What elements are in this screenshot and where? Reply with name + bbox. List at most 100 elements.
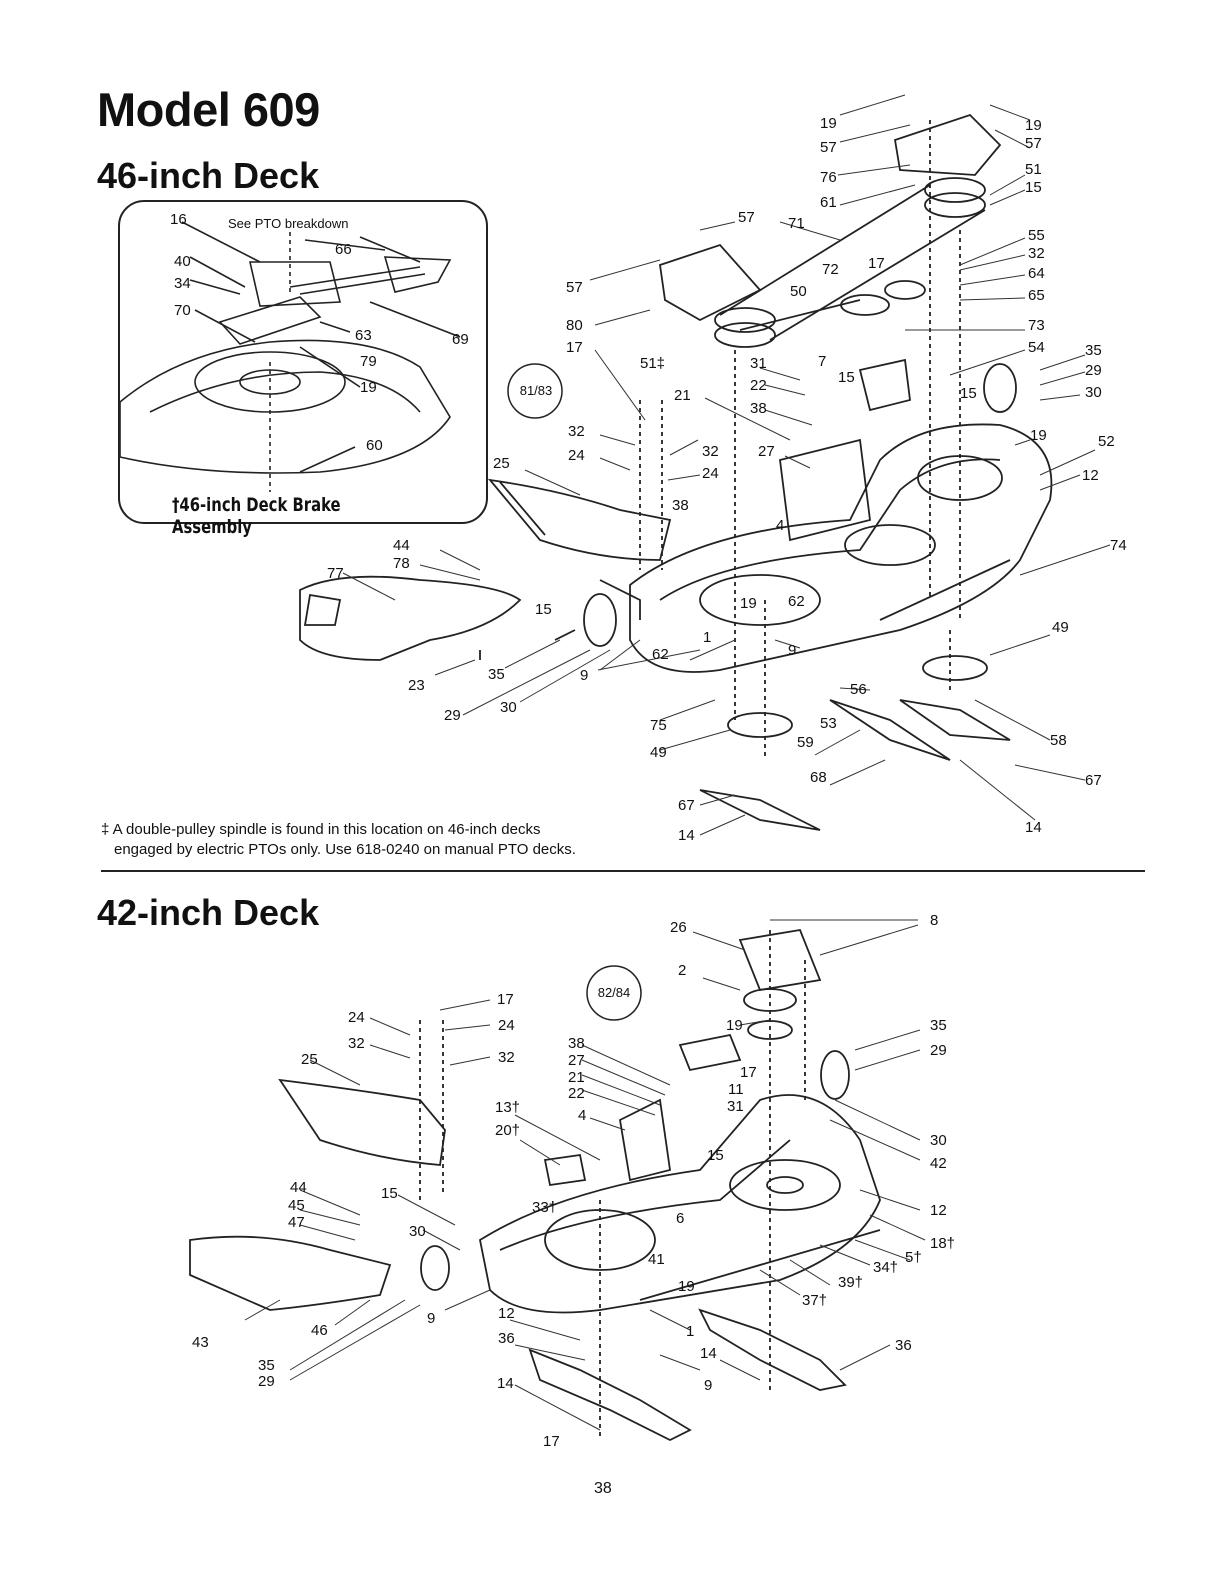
- svg-text:4: 4: [776, 517, 784, 534]
- svg-text:50: 50: [790, 283, 807, 300]
- svg-text:1: 1: [703, 629, 711, 646]
- svg-text:57: 57: [738, 209, 755, 226]
- svg-text:24: 24: [702, 465, 719, 482]
- svg-text:19: 19: [726, 1017, 743, 1034]
- svg-text:53: 53: [820, 715, 837, 732]
- svg-text:29: 29: [930, 1042, 947, 1059]
- svg-text:55: 55: [1028, 227, 1045, 244]
- svg-text:33†: 33†: [532, 1199, 557, 1216]
- svg-text:57: 57: [566, 279, 583, 296]
- svg-text:15: 15: [535, 601, 552, 618]
- svg-text:29: 29: [258, 1373, 275, 1390]
- ref-badge-42: 82/84: [597, 985, 631, 1000]
- svg-text:22: 22: [568, 1085, 585, 1102]
- svg-text:45: 45: [288, 1197, 305, 1214]
- svg-text:32: 32: [498, 1049, 515, 1066]
- svg-text:24: 24: [498, 1017, 515, 1034]
- see-pto-note: See PTO breakdown: [228, 216, 349, 231]
- svg-text:61: 61: [820, 194, 837, 211]
- svg-text:21: 21: [568, 1069, 585, 1086]
- svg-text:60: 60: [366, 437, 383, 454]
- svg-text:21: 21: [674, 387, 691, 404]
- svg-text:9: 9: [704, 1377, 712, 1394]
- footnote: ‡ A double-pulley spindle is found in th…: [101, 820, 576, 860]
- svg-text:15: 15: [381, 1185, 398, 1202]
- svg-text:24: 24: [348, 1009, 365, 1026]
- svg-text:8: 8: [930, 912, 938, 929]
- svg-text:19: 19: [820, 115, 837, 132]
- svg-text:36: 36: [498, 1330, 515, 1347]
- svg-text:78: 78: [393, 555, 410, 572]
- svg-text:15: 15: [960, 385, 977, 402]
- svg-text:17: 17: [543, 1433, 560, 1450]
- svg-text:19: 19: [678, 1278, 695, 1295]
- svg-text:1: 1: [686, 1323, 694, 1340]
- brake-assembly-caption: †46-inch Deck Brake Assembly: [172, 494, 341, 538]
- svg-text:27: 27: [568, 1052, 585, 1069]
- svg-text:32: 32: [568, 423, 585, 440]
- svg-text:19: 19: [360, 379, 377, 396]
- svg-text:35: 35: [258, 1357, 275, 1374]
- svg-text:69: 69: [452, 331, 469, 348]
- svg-text:16: 16: [170, 211, 187, 228]
- svg-text:38: 38: [750, 400, 767, 417]
- svg-text:13†: 13†: [495, 1099, 520, 1116]
- svg-text:76: 76: [820, 169, 837, 186]
- svg-text:15: 15: [838, 369, 855, 386]
- svg-text:62: 62: [788, 593, 805, 610]
- svg-text:67: 67: [678, 797, 695, 814]
- svg-text:68: 68: [810, 769, 827, 786]
- svg-text:4: 4: [578, 1107, 586, 1124]
- section-divider: [101, 870, 1145, 872]
- svg-text:66: 66: [335, 241, 352, 258]
- svg-text:73: 73: [1028, 317, 1045, 334]
- deck-42-heading: 42-inch Deck: [97, 892, 320, 933]
- svg-text:77: 77: [327, 565, 344, 582]
- svg-text:70: 70: [174, 302, 191, 319]
- svg-text:56: 56: [850, 681, 867, 698]
- ref-badge-46: 81/83: [519, 383, 553, 398]
- svg-text:12: 12: [498, 1305, 515, 1322]
- svg-text:62: 62: [652, 646, 669, 663]
- svg-text:57: 57: [820, 139, 837, 156]
- svg-text:30: 30: [409, 1223, 426, 1240]
- svg-text:35: 35: [1085, 342, 1102, 359]
- svg-text:29: 29: [444, 707, 461, 724]
- svg-text:19: 19: [740, 595, 757, 612]
- svg-text:36: 36: [895, 1337, 912, 1354]
- svg-text:19: 19: [1030, 427, 1047, 444]
- svg-text:49: 49: [1052, 619, 1069, 636]
- svg-text:27: 27: [758, 443, 775, 460]
- svg-text:30: 30: [930, 1132, 947, 1149]
- svg-text:71: 71: [788, 215, 805, 232]
- svg-text:80: 80: [566, 317, 583, 334]
- svg-text:65: 65: [1028, 287, 1045, 304]
- svg-text:19: 19: [1025, 117, 1042, 134]
- svg-text:52: 52: [1098, 433, 1115, 450]
- svg-text:15: 15: [1025, 179, 1042, 196]
- svg-text:38: 38: [672, 497, 689, 514]
- svg-text:31: 31: [727, 1098, 744, 1115]
- svg-text:44: 44: [393, 537, 410, 554]
- svg-text:14: 14: [497, 1375, 514, 1392]
- page-number: 38: [594, 1480, 612, 1497]
- svg-text:12: 12: [1082, 467, 1099, 484]
- svg-text:25: 25: [301, 1051, 318, 1068]
- deck-46-heading: 46-inch Deck: [97, 155, 320, 196]
- svg-text:23: 23: [408, 677, 425, 694]
- svg-text:26: 26: [670, 919, 687, 936]
- svg-text:32: 32: [702, 443, 719, 460]
- svg-text:30: 30: [1085, 384, 1102, 401]
- page-title: Model 609: [97, 83, 320, 136]
- svg-text:34†: 34†: [873, 1259, 898, 1276]
- svg-text:57: 57: [1025, 135, 1042, 152]
- footnote-line-1: ‡ A double-pulley spindle is found in th…: [101, 821, 541, 838]
- svg-text:32: 32: [348, 1035, 365, 1052]
- svg-text:31: 31: [750, 355, 767, 372]
- svg-text:51: 51: [1025, 161, 1042, 178]
- svg-text:2: 2: [678, 962, 686, 979]
- svg-text:37†: 37†: [802, 1292, 827, 1309]
- svg-text:40: 40: [174, 253, 191, 270]
